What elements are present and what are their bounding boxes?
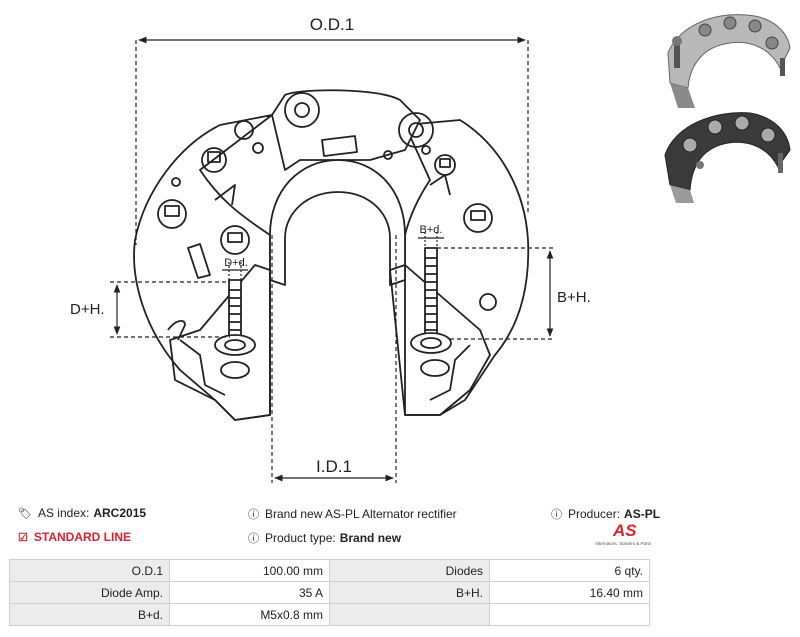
- spec-label: [329, 603, 490, 626]
- spec-label: B+d.: [9, 603, 170, 626]
- od-label: O.D.1: [310, 15, 354, 34]
- product-type-row: ⓘ Product type: Brand new: [248, 530, 401, 546]
- specs-table: O.D.1 100.00 mm Diodes 6 qty. Diode Amp.…: [9, 559, 650, 626]
- product-type-value: Brand new: [339, 531, 402, 545]
- standard-line-row: ☑ STANDARD LINE: [18, 530, 131, 544]
- table-row: O.D.1 100.00 mm Diodes 6 qty.: [9, 559, 650, 582]
- dd-label: D+d.: [224, 257, 248, 269]
- product-photo-bottom: [664, 112, 791, 203]
- id-label: I.D.1: [316, 457, 352, 476]
- info-icon: ⓘ: [551, 509, 562, 521]
- producer-row: ⓘ Producer: AS-PL: [551, 506, 660, 522]
- bh-label: B+H.: [557, 289, 591, 306]
- spec-value: [489, 603, 650, 626]
- bd-label: B+d.: [420, 224, 443, 236]
- as-index-value: ARC2015: [93, 506, 147, 520]
- spec-label: Diodes: [329, 559, 490, 582]
- as-pl-logo: AS Alternators, Starters & Parts: [585, 521, 651, 551]
- table-row: Diode Amp. 35 A B+H. 16.40 mm: [9, 581, 650, 604]
- brand-row: ⓘ Brand new AS-PL Alternator rectifier: [248, 506, 457, 522]
- standard-line-label: STANDARD LINE: [33, 530, 131, 544]
- product-type-label: Product type:: [265, 531, 336, 545]
- product-photo-top: [667, 14, 791, 108]
- as-index-label: AS index:: [37, 506, 90, 520]
- spec-value: M5x0.8 mm: [169, 603, 330, 626]
- brand-text: Brand new AS-PL Alternator rectifier: [265, 507, 457, 521]
- producer-label: Producer:: [568, 507, 621, 521]
- spec-label: O.D.1: [9, 559, 170, 582]
- spec-value: 100.00 mm: [169, 559, 330, 582]
- dh-label: D+H.: [70, 301, 105, 318]
- spec-value: 6 qty.: [489, 559, 650, 582]
- spec-label: Diode Amp.: [9, 581, 170, 604]
- info-icon: ⓘ: [248, 509, 259, 521]
- rectifier-technical-drawing: O.D.1 I.D.1 D+H. B+H. D+d. B+d.: [70, 15, 591, 483]
- spec-label: B+H.: [329, 581, 490, 604]
- spec-value: 16.40 mm: [489, 581, 650, 604]
- info-icon: ⓘ: [248, 533, 259, 545]
- tag-icon: 🏷︎: [18, 507, 32, 520]
- table-row: B+d. M5x0.8 mm: [9, 603, 650, 626]
- as-index-row: 🏷︎ AS index: ARC2015: [18, 506, 146, 520]
- producer-value: AS-PL: [624, 507, 661, 521]
- logo-mark: AS: [613, 521, 637, 540]
- checkbox-icon: ☑: [18, 531, 28, 544]
- logo-tagline: Alternators, Starters & Parts: [594, 541, 651, 546]
- spec-value: 35 A: [169, 581, 330, 604]
